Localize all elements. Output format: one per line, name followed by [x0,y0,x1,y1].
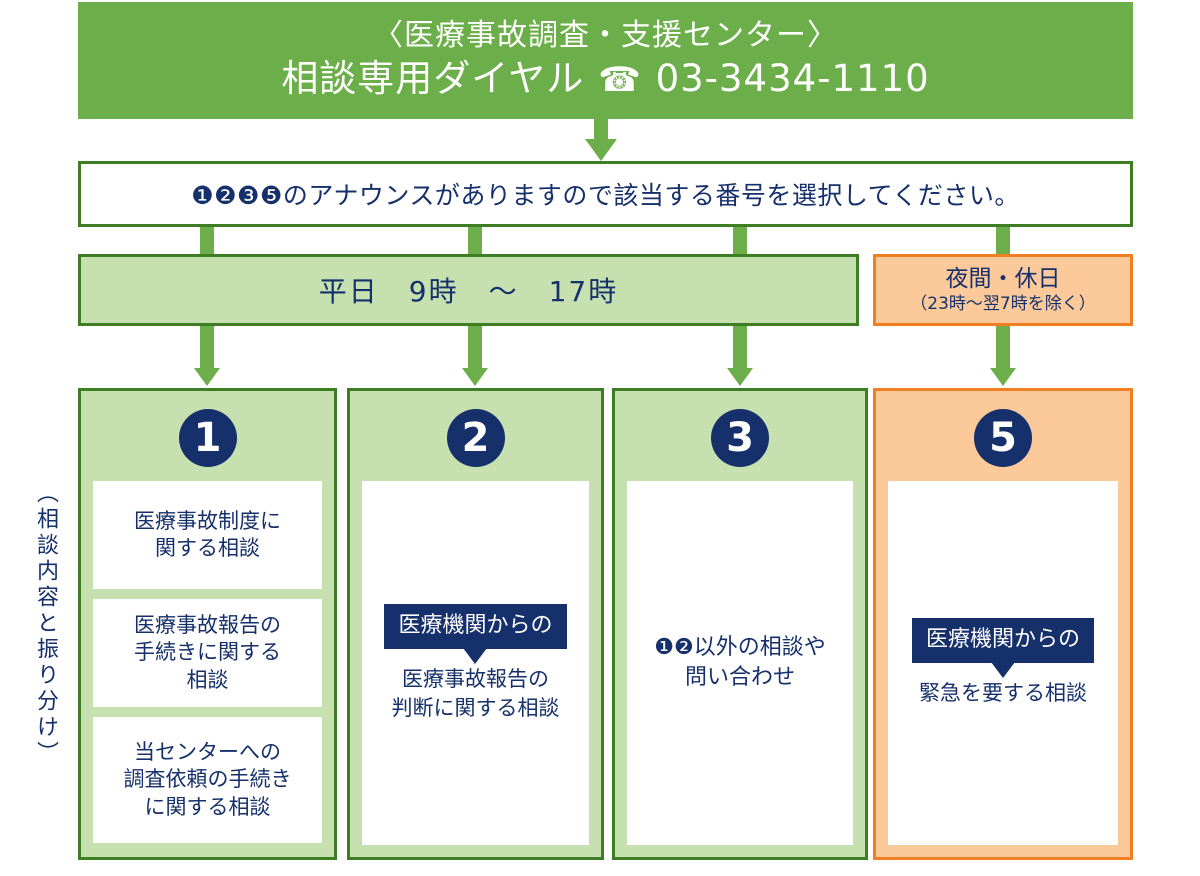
arrow-to-col1-shaft [200,326,214,370]
weekday-hours-bar: 平日 9時 〜 17時 [78,254,859,326]
option-1-item-2: 医療事故報告の 手続きに関する 相談 [93,599,322,707]
arrow-to-col3-shaft [733,326,747,370]
arrow-to-col2-shaft [468,326,482,370]
option-5-panel: 医療機関からの 緊急を要する相談 [888,481,1118,845]
option-badge-3: 3 [711,409,769,467]
weekday-hours-text: 平日 9時 〜 17時 [318,275,619,308]
connector-announce-col2 [468,227,482,256]
arrow-to-col1-head [194,368,220,386]
option-2-source-tag: 医療機関からの [384,604,567,650]
connector-announce-col1 [200,227,214,256]
option-body-1: 医療事故制度に 関する相談 医療事故報告の 手続きに関する 相談 当センターへの… [93,481,322,845]
option-badge-1: 1 [178,409,237,467]
connector-announce-col3 [733,227,747,256]
option-body-5: 医療機関からの 緊急を要する相談 [888,481,1118,845]
option-column-3[interactable]: 3 ❶❷以外の相談や 問い合わせ [612,388,868,860]
center-name: 〈医療事故調査・支援センター〉 [373,18,838,54]
option-column-5[interactable]: 5 医療機関からの 緊急を要する相談 [873,388,1133,860]
dial-label: 相談専用ダイヤル [281,56,585,100]
side-label-consultation-routing: （相談内容と振り分け） [33,481,58,767]
option-body-3: ❶❷以外の相談や 問い合わせ [627,481,853,845]
option-body-2: 医療機関からの 医療事故報告の 判断に関する相談 [362,481,589,845]
arrow-to-col2-head [462,368,488,386]
option-3-text: ❶❷以外の相談や 問い合わせ [654,635,826,690]
dial-line: 相談専用ダイヤル ☎ 03-3434-1110 [281,56,929,102]
option-5-source-tag: 医療機関からの [911,618,1094,664]
arrow-to-col4-head [990,368,1016,386]
arrow-header-to-announce-shaft [594,119,608,141]
telephone-icon: ☎ [598,59,642,100]
night-holiday-title: 夜間・休日 [945,266,1061,293]
option-1-item-1: 医療事故制度に 関する相談 [93,481,322,589]
header-banner: 〈医療事故調査・支援センター〉 相談専用ダイヤル ☎ 03-3434-1110 [78,2,1133,119]
night-holiday-note: （23時〜翌7時を除く） [910,293,1096,314]
option-column-2[interactable]: 2 医療機関からの 医療事故報告の 判断に関する相談 [347,388,604,860]
option-badge-2: 2 [446,409,505,467]
option-2-text: 医療事故報告の 判断に関する相談 [391,667,560,720]
night-holiday-bar: 夜間・休日 （23時〜翌7時を除く） [873,254,1133,326]
announcement-box: ❶❷❸❺のアナウンスがありますので該当する番号を選択してください。 [78,161,1133,227]
arrow-to-col3-head [727,368,753,386]
phone-number[interactable]: 03-3434-1110 [655,56,930,100]
announcement-text: ❶❷❸❺のアナウンスがありますので該当する番号を選択してください。 [191,181,1020,210]
arrow-header-to-announce-head [585,139,617,161]
connector-announce-col4 [996,227,1010,256]
option-1-item-3: 当センターへの 調査依頼の手続き に関する相談 [93,717,322,843]
option-5-text: 緊急を要する相談 [919,681,1087,706]
option-2-panel: 医療機関からの 医療事故報告の 判断に関する相談 [362,481,589,845]
option-column-1[interactable]: 1 医療事故制度に 関する相談 医療事故報告の 手続きに関する 相談 当センター… [78,388,337,860]
option-3-panel: ❶❷以外の相談や 問い合わせ [627,481,853,845]
arrow-to-col4-shaft [996,326,1010,370]
option-badge-5: 5 [974,409,1032,467]
